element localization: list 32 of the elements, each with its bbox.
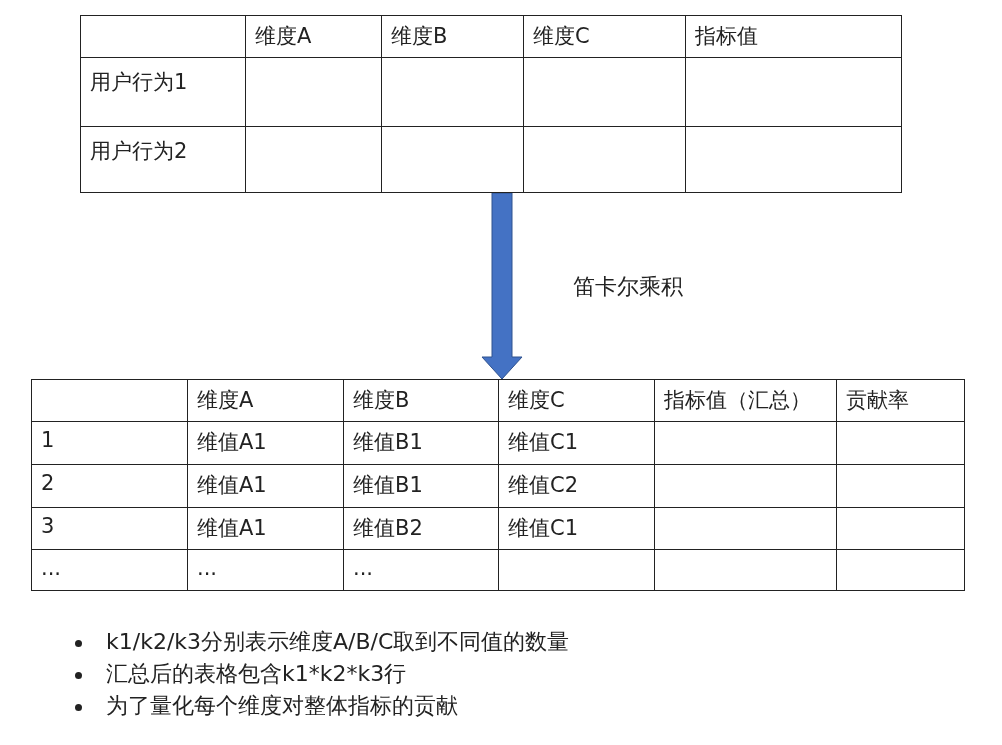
table-cell: 用户行为2 <box>80 126 245 193</box>
bullet-item: 为了量化每个维度对整体指标的贡献 <box>75 690 570 722</box>
table-cell: 维值B1 <box>343 464 498 507</box>
table-cell: 2 <box>31 464 187 507</box>
table-cell: ... <box>31 549 187 591</box>
table-cell: 指标值（汇总） <box>654 379 836 421</box>
table-cell: 维值C1 <box>498 421 654 464</box>
table-cell: 维度A <box>245 15 381 57</box>
table-cell: 维值C2 <box>498 464 654 507</box>
table-cell: 用户行为1 <box>80 57 245 126</box>
table <box>80 15 902 193</box>
table-cell: 维度B <box>381 15 523 57</box>
table-cell: 维值B1 <box>343 421 498 464</box>
table-cell: 维值A1 <box>187 507 343 549</box>
table-cell: 1 <box>31 421 187 464</box>
table <box>31 379 965 591</box>
table-cell: 3 <box>31 507 187 549</box>
table-cell: 指标值 <box>685 15 902 57</box>
arrow <box>481 192 523 380</box>
bullet-item: 汇总后的表格包含k1*k2*k3行 <box>75 658 570 690</box>
table-cell: 贡献率 <box>836 379 965 421</box>
table-cell: 维度B <box>343 379 498 421</box>
bullet-item: k1/k2/k3分别表示维度A/B/C取到不同值的数量 <box>75 626 570 658</box>
table-cell: 维度C <box>498 379 654 421</box>
table-cell: 维值C1 <box>498 507 654 549</box>
table-cell: 维值A1 <box>187 421 343 464</box>
table-cell: 维度C <box>523 15 685 57</box>
table-cell: ... <box>343 549 498 591</box>
table-cell: ... <box>187 549 343 591</box>
table-cell: 维值B2 <box>343 507 498 549</box>
table-cell: 维度A <box>187 379 343 421</box>
table-cell: 维值A1 <box>187 464 343 507</box>
